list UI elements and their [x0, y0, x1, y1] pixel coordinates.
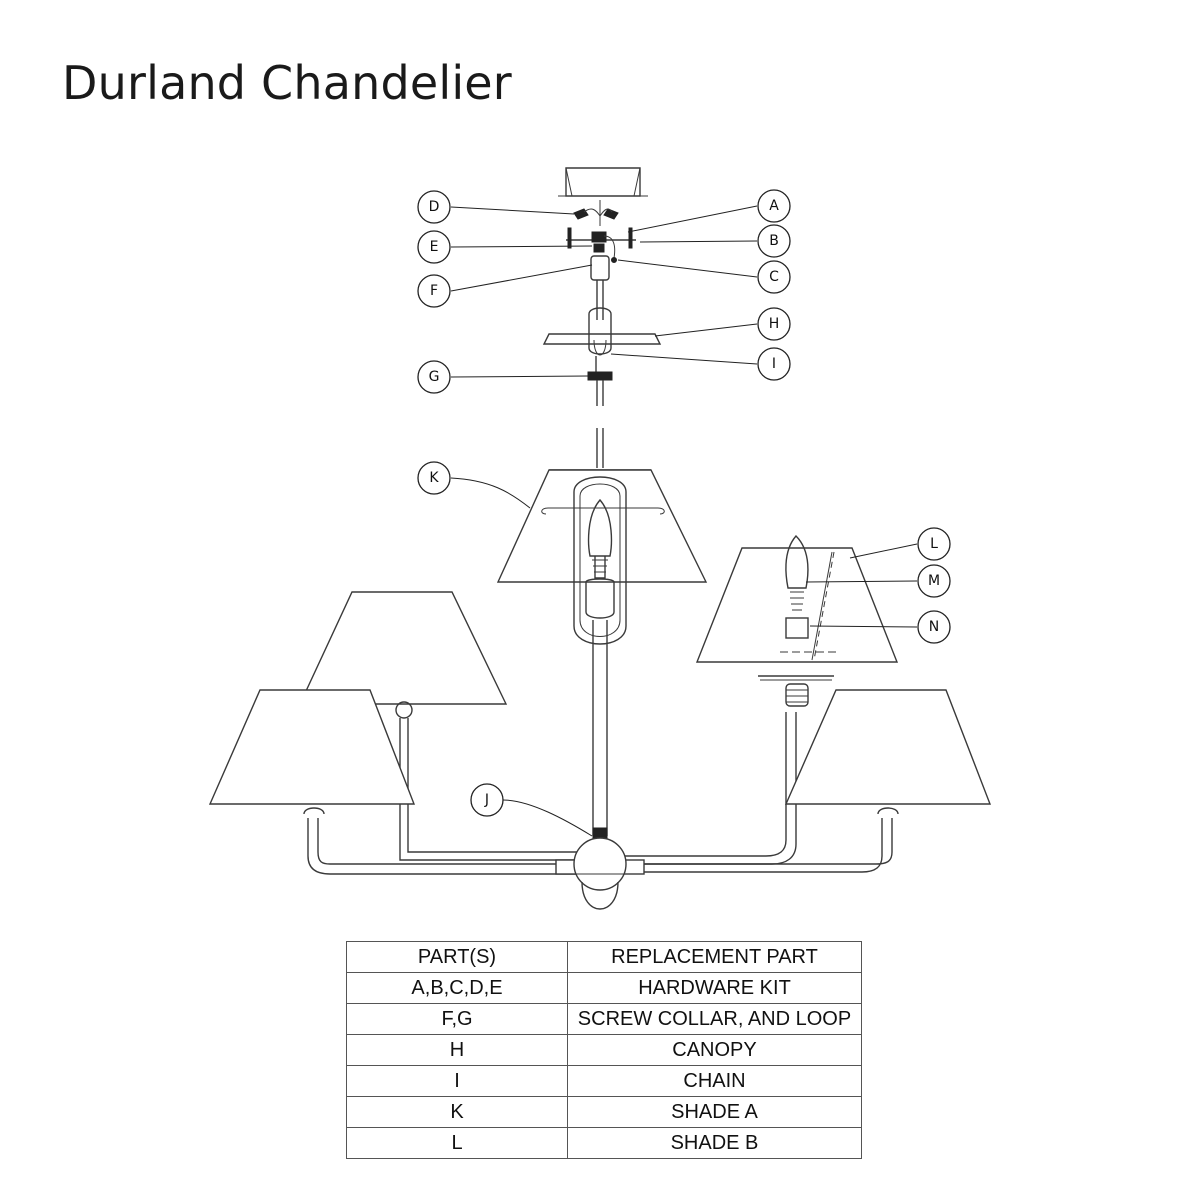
- callout-G: G: [417, 360, 451, 394]
- cell-replacement-part: CANOPY: [567, 1034, 862, 1066]
- svg-text:K: K: [429, 470, 439, 486]
- svg-text:E: E: [430, 239, 439, 255]
- cell-replacement-part: CHAIN: [567, 1065, 862, 1097]
- svg-text:F: F: [430, 283, 438, 299]
- callout-A: A: [757, 189, 791, 223]
- callout-N: N: [917, 610, 951, 644]
- callout-K: K: [417, 461, 451, 495]
- table-row: I CHAIN: [346, 1065, 862, 1097]
- callout-C: C: [757, 260, 791, 294]
- page-title: Durland Chandelier: [62, 56, 512, 110]
- table-header-row: PART(S) REPLACEMENT PART: [346, 941, 862, 973]
- table-row: A,B,C,D,E HARDWARE KIT: [346, 972, 862, 1004]
- cell-parts: F,G: [346, 1003, 568, 1035]
- table-row: F,G SCREW COLLAR, AND LOOP: [346, 1003, 862, 1035]
- mounting-hardware: [558, 167, 648, 320]
- column-header-replacement-part: REPLACEMENT PART: [567, 941, 862, 973]
- callout-D: D: [417, 190, 451, 224]
- svg-text:L: L: [930, 536, 938, 552]
- chandelier-exploded-diagram: D E F G A B C H I K L M: [208, 167, 992, 910]
- svg-text:D: D: [429, 199, 440, 215]
- callout-H: H: [757, 307, 791, 341]
- svg-text:B: B: [769, 233, 779, 249]
- cell-replacement-part: SHADE A: [567, 1096, 862, 1128]
- table-row: K SHADE A: [346, 1096, 862, 1128]
- cell-parts: I: [346, 1065, 568, 1097]
- table-row: H CANOPY: [346, 1034, 862, 1066]
- svg-text:A: A: [769, 198, 779, 214]
- leader-lines: [450, 205, 918, 837]
- svg-text:I: I: [772, 356, 776, 372]
- parts-table: PART(S) REPLACEMENT PART A,B,C,D,E HARDW…: [346, 941, 862, 1159]
- callout-M: M: [917, 564, 951, 598]
- callout-I: I: [757, 347, 791, 381]
- arms-and-shades: [208, 591, 992, 910]
- cell-replacement-part: SHADE B: [567, 1127, 862, 1159]
- center-stem: [573, 476, 627, 836]
- column-header-parts: PART(S): [346, 941, 568, 973]
- cell-parts: K: [346, 1096, 568, 1128]
- callout-J: J: [470, 783, 504, 817]
- callout-B: B: [757, 224, 791, 258]
- table-row: L SHADE B: [346, 1127, 862, 1159]
- cell-replacement-part: SCREW COLLAR, AND LOOP: [567, 1003, 862, 1035]
- callout-F: F: [417, 274, 451, 308]
- svg-text:M: M: [928, 573, 940, 589]
- svg-text:G: G: [429, 369, 440, 385]
- canopy-and-chain: [542, 307, 662, 468]
- cell-parts: H: [346, 1034, 568, 1066]
- svg-text:C: C: [769, 269, 779, 285]
- cell-replacement-part: HARDWARE KIT: [567, 972, 862, 1004]
- right-shade-assembly: [695, 534, 899, 707]
- callout-E: E: [417, 230, 451, 264]
- svg-text:J: J: [484, 792, 489, 808]
- center-shade: [496, 469, 708, 583]
- cell-parts: L: [346, 1127, 568, 1159]
- svg-text:N: N: [929, 619, 939, 635]
- cell-parts: A,B,C,D,E: [346, 972, 568, 1004]
- callout-L: L: [917, 527, 951, 561]
- svg-text:H: H: [769, 316, 780, 332]
